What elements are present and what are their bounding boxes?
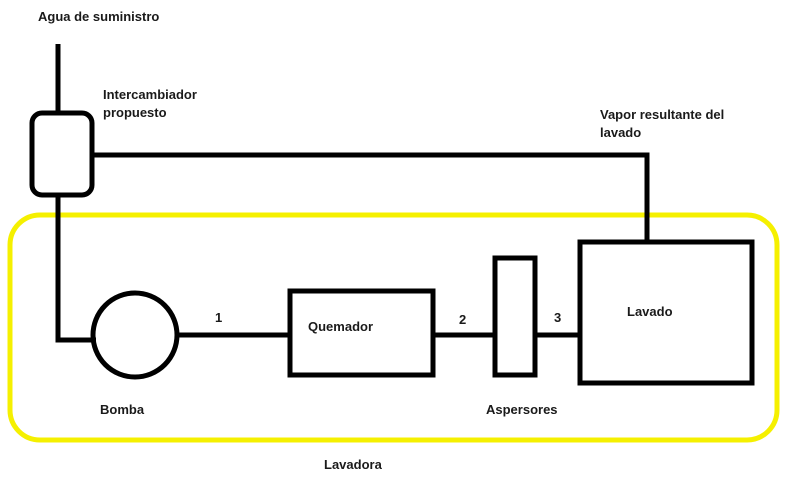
point-3-label: 3 xyxy=(554,310,562,325)
vapor-label-line2: lavado xyxy=(600,125,642,140)
supply-water-label: Agua de suministro xyxy=(38,9,160,24)
sprinklers xyxy=(492,255,538,378)
exchanger-label-line2: propuesto xyxy=(103,105,167,120)
washer-label: Lavadora xyxy=(324,457,382,472)
exchanger-label-line1: Intercambiador xyxy=(103,87,197,102)
proposed-exchanger xyxy=(29,110,95,198)
washer-boundary xyxy=(7,212,780,443)
sprinklers-label: Aspersores xyxy=(486,402,558,417)
washing-chamber xyxy=(577,239,755,386)
point-1-label: 1 xyxy=(215,310,223,325)
pump xyxy=(90,290,180,380)
vapor-label-line1: Vapor resultante del xyxy=(600,107,725,122)
washing-label: Lavado xyxy=(627,304,673,319)
point-2-label: 2 xyxy=(459,312,467,327)
exchanger-to-pump-pipe xyxy=(55,195,96,343)
burner-label: Quemador xyxy=(308,319,374,334)
pump-label: Bomba xyxy=(100,402,145,417)
vapor-pipe xyxy=(92,152,650,244)
